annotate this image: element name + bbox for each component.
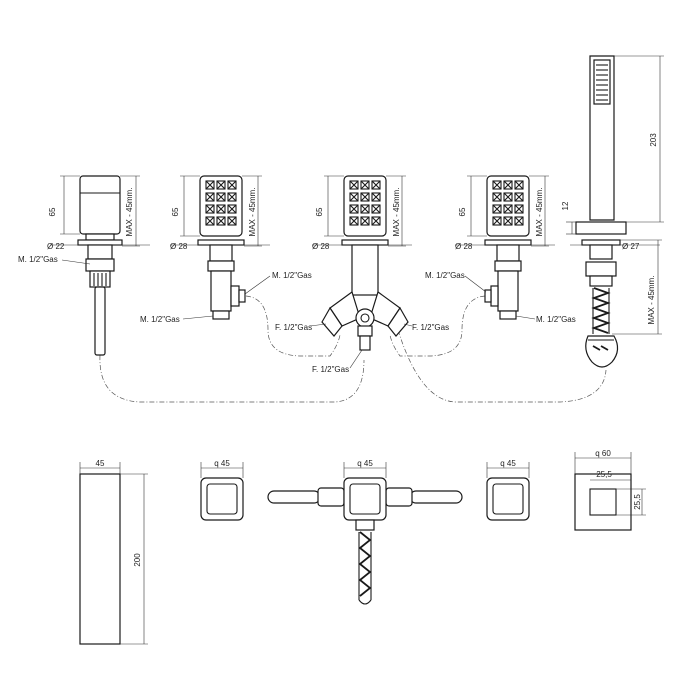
mixer-inlet-right-label: F. 1/2"Gas [412,323,449,332]
right-valve-thread-top: M. 1/2"Gas [425,271,465,280]
left-handle-width-label: q 45 [214,459,230,468]
spout-length-label: 200 [133,553,142,567]
mixer-width-label: q 45 [357,459,373,468]
mixer-outlet-label: F. 1/2"Gas [312,365,349,374]
mixer-inlet-left-label: F. 1/2"Gas [275,323,312,332]
shower-height-label: 203 [649,133,658,147]
left-valve-thread-top: M. 1/2"Gas [272,271,312,280]
right-valve-thread-bottom: M. 1/2"Gas [536,315,576,324]
left-handle-top-view [200,462,244,521]
left-valve-max-label: MAX - 45mm. [248,188,257,237]
spout-thread-label: M. 1/2"Gas [18,255,58,264]
right-valve-height-label: 65 [458,207,467,216]
hand-shower-assembly [566,55,664,368]
shower-diameter-label: Ø 27 [622,242,640,251]
mixer-height-label: 65 [315,207,324,216]
spout-height-label: 65 [48,207,57,216]
left-valve-height-label: 65 [171,207,180,216]
spout-diameter-label: Ø 22 [47,242,65,251]
shower-holder-top-view [574,452,646,531]
right-handle-top-view [486,462,530,521]
right-valve-max-label: MAX - 45mm. [535,188,544,237]
left-valve [170,175,270,320]
mixer-top-view [267,462,463,605]
spout-top-view [79,462,148,645]
spout-width-label: 45 [96,459,105,468]
left-valve-thread-bottom: M. 1/2"Gas [140,315,180,324]
spout-assembly [50,175,150,356]
center-mixer [312,175,412,351]
right-valve-diameter-label: Ø 28 [455,242,473,251]
right-handle-width-label: q 45 [500,459,516,468]
right-valve [455,175,555,320]
holder-inner-width-label: 25,5 [596,470,612,479]
pipe-connections [99,295,607,403]
mixer-max-label: MAX - 45mm. [392,188,401,237]
spout-max-label: MAX - 45mm. [125,188,134,237]
holder-inner-height-label: 25,5 [633,494,642,510]
shower-bracket-label: 12 [561,201,570,210]
holder-width-label: q 60 [595,449,611,458]
left-valve-diameter-label: Ø 28 [170,242,188,251]
mixer-diameter-label: Ø 28 [312,242,330,251]
shower-max-label: MAX - 45mm. [647,276,656,325]
